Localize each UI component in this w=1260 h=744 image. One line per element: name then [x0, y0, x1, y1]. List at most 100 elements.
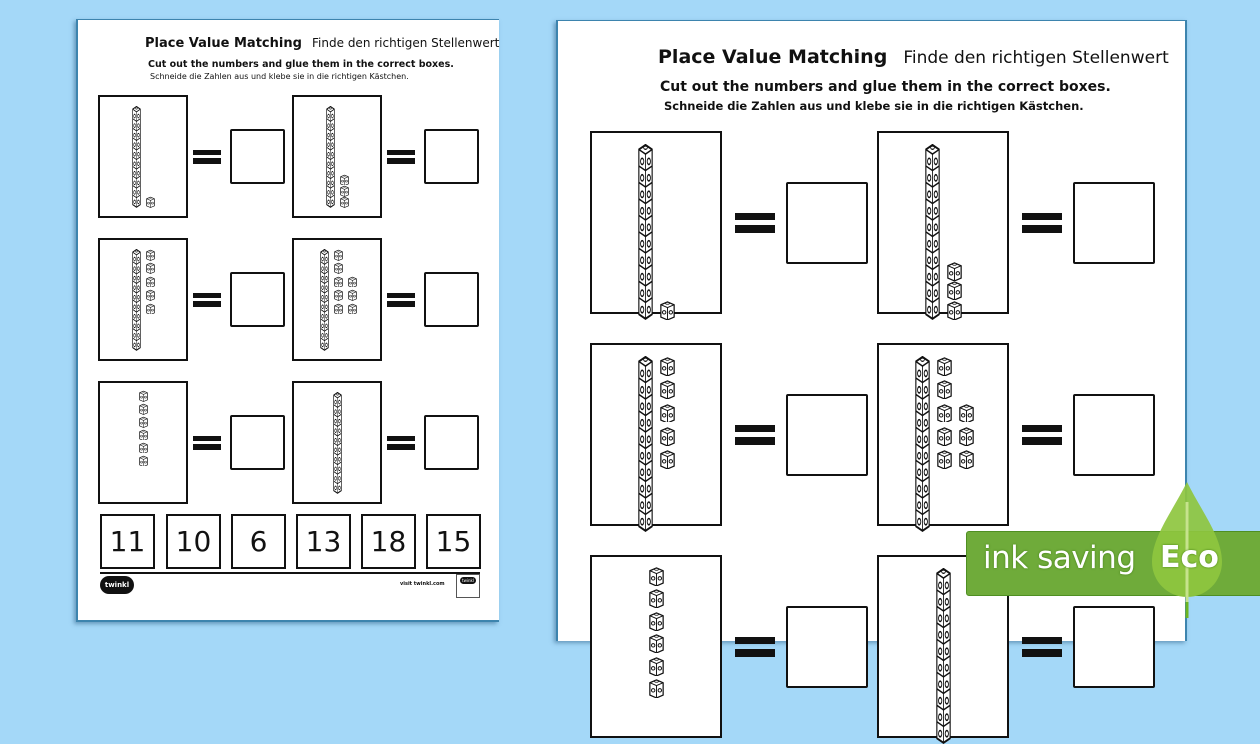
equals-sign-icon: [1022, 424, 1062, 445]
unit-cube-icon: [935, 356, 954, 376]
unit-cube-icon: [935, 403, 954, 423]
unit-cube-icon: [333, 262, 344, 274]
tens-rod-icon: [332, 392, 343, 494]
unit-cube-icon: [145, 303, 156, 315]
equals-sign-icon: [1022, 636, 1062, 657]
tens-rod-icon: [325, 106, 336, 208]
number-card[interactable]: 10: [166, 514, 221, 569]
unit-cube-icon: [347, 276, 358, 288]
unit-cube-icon: [957, 449, 976, 469]
eco-badge-label: Eco: [1160, 540, 1219, 575]
unit-cube-icon: [658, 449, 677, 469]
answer-box[interactable]: [786, 181, 868, 264]
unit-cube-icon: [145, 196, 156, 208]
unit-cube-icon: [145, 262, 156, 274]
cube-picture-box: [877, 131, 1009, 320]
worksheet-title: Place Value Matching: [658, 46, 888, 68]
unit-cube-icon: [333, 249, 344, 261]
number-card[interactable]: 15: [426, 514, 481, 569]
number-card[interactable]: 11: [100, 514, 155, 569]
cube-picture-box: [98, 381, 188, 504]
equals-sign-icon: [193, 149, 221, 164]
unit-cube-icon: [957, 426, 976, 446]
unit-cube-icon: [145, 289, 156, 301]
answer-box[interactable]: [786, 605, 868, 688]
tens-rod-icon: [934, 568, 953, 744]
equals-sign-icon: [735, 424, 775, 445]
answer-box[interactable]: [230, 415, 285, 470]
answer-box[interactable]: [424, 415, 479, 470]
unit-cube-icon: [935, 379, 954, 400]
answer-box[interactable]: [1073, 181, 1155, 264]
answer-box[interactable]: [424, 129, 479, 184]
number-card[interactable]: 6: [231, 514, 286, 569]
unit-cube-icon: [145, 276, 156, 288]
instruction-en: Cut out the numbers and glue them in the…: [660, 79, 1111, 95]
answer-box[interactable]: [230, 129, 285, 184]
unit-cube-icon: [138, 455, 149, 467]
unit-cube-icon: [339, 174, 350, 186]
tens-rod-icon: [131, 106, 142, 208]
footer-divider: [100, 572, 480, 574]
answer-box[interactable]: [1073, 605, 1155, 688]
unit-cube-icon: [333, 289, 344, 301]
unit-cube-icon: [647, 656, 666, 676]
answer-box[interactable]: [786, 393, 868, 476]
cube-picture-box: [590, 555, 722, 738]
unit-cube-icon: [658, 379, 677, 400]
answer-box[interactable]: [1073, 393, 1155, 476]
worksheet-title-line: Place Value Matching Finde den richtigen…: [658, 46, 1169, 68]
equals-sign-icon: [387, 435, 415, 450]
unit-cube-icon: [935, 426, 954, 446]
unit-cube-icon: [347, 289, 358, 301]
unit-cube-icon: [957, 403, 976, 423]
unit-cube-icon: [138, 442, 149, 454]
unit-cube-icon: [658, 403, 677, 423]
equals-sign-icon: [387, 292, 415, 307]
unit-cube-icon: [138, 403, 149, 415]
unit-cube-icon: [145, 249, 156, 261]
badge-label: twinkl: [460, 577, 476, 584]
worksheet-subtitle: Finde den richtigen Stellenwert: [312, 36, 500, 50]
unit-cube-icon: [333, 276, 344, 288]
cube-picture-box: [877, 343, 1009, 532]
unit-cube-icon: [647, 611, 666, 631]
unit-cube-icon: [647, 588, 666, 609]
unit-cube-icon: [333, 303, 344, 315]
answer-box[interactable]: [424, 272, 479, 327]
equals-sign-icon: [735, 212, 775, 233]
unit-cube-icon: [658, 356, 677, 376]
tens-rod-icon: [131, 249, 142, 351]
number-card[interactable]: 18: [361, 514, 416, 569]
unit-cube-icon: [138, 416, 149, 428]
unit-cube-icon: [339, 185, 350, 197]
twinkl-logo: twinkl: [100, 576, 134, 594]
unit-cube-icon: [138, 429, 149, 441]
equals-sign-icon: [1022, 212, 1062, 233]
instruction-de: Schneide die Zahlen aus und klebe sie in…: [664, 99, 1084, 113]
worksheet-title: Place Value Matching: [145, 36, 302, 51]
unit-cube-icon: [945, 300, 964, 320]
worksheet-page-preview-small: Place Value Matching Finde den richtigen…: [76, 19, 499, 622]
answer-box[interactable]: [230, 272, 285, 327]
unit-cube-icon: [658, 300, 677, 320]
equals-sign-icon: [387, 149, 415, 164]
tens-rod-icon: [636, 144, 655, 320]
unit-cube-icon: [945, 261, 964, 281]
number-card[interactable]: 13: [296, 514, 351, 569]
tens-rod-icon: [923, 144, 942, 320]
unit-cube-icon: [647, 678, 666, 699]
cube-picture-box: [98, 95, 188, 218]
cube-picture-box: [590, 131, 722, 320]
equals-sign-icon: [193, 435, 221, 450]
equals-sign-icon: [193, 292, 221, 307]
equals-sign-icon: [735, 636, 775, 657]
tens-rod-icon: [913, 356, 932, 532]
cube-picture-box: [292, 95, 382, 218]
instruction-de: Schneide die Zahlen aus und klebe sie in…: [150, 72, 409, 81]
ink-saving-label: ink saving: [983, 540, 1136, 576]
unit-cube-icon: [138, 390, 149, 402]
unit-cube-icon: [347, 303, 358, 315]
cube-picture-box: [98, 238, 188, 361]
visit-link-text: visit twinkl.com: [400, 581, 445, 587]
